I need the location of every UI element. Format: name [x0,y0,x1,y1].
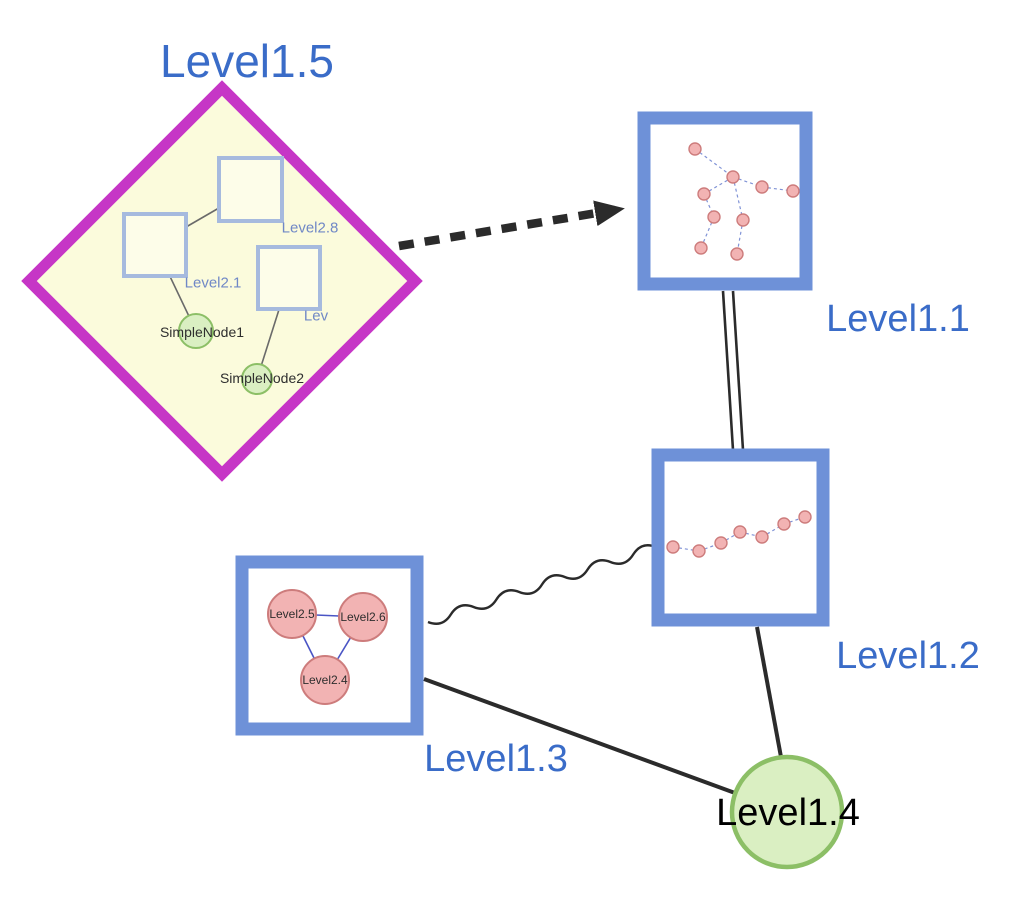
node-level2_x[interactable] [256,245,322,311]
mini-node[interactable] [714,536,728,550]
mini-node[interactable] [688,142,702,156]
node-level1_1-group[interactable] [637,111,813,291]
edge-level1_5-to-level1_1[interactable] [398,200,625,251]
label-level2_8: Level2.8 [281,219,339,237]
mini-node[interactable] [694,241,708,255]
label-level2_6: Level2.6 [340,610,386,624]
label-level2_1: Level2.1 [184,274,242,292]
mini-node[interactable] [798,510,812,524]
level1_2-mini-nodes [666,510,812,558]
mini-node[interactable] [755,180,769,194]
label-level2_4: Level2.4 [302,673,348,687]
node-simplenode2[interactable] [241,363,273,395]
node-level2_1[interactable] [122,212,188,278]
mini-node[interactable] [755,530,769,544]
mini-node[interactable] [707,210,721,224]
label-simplenode1: SimpleNode1 [159,324,245,340]
label-level1_4: Level1.4 [716,792,860,834]
level1_1-mini-nodes [688,142,800,261]
node-level1_3-group[interactable] [235,555,424,736]
label-level1_5: Level1.5 [160,35,334,87]
mini-node[interactable] [786,184,800,198]
node-level1_2-group[interactable] [651,448,830,627]
label-level2_5: Level2.5 [269,607,315,621]
edge-level1_2-to-level1_4[interactable] [755,626,783,758]
mini-node[interactable] [736,213,750,227]
mini-node[interactable] [666,540,680,554]
label-level1_3: Level1.3 [424,738,568,780]
mini-node[interactable] [697,187,711,201]
node-simplenode1[interactable] [178,313,214,349]
mini-node[interactable] [733,525,747,539]
edge-level1_3-to-level1_2[interactable] [427,544,657,625]
mini-node[interactable] [726,170,740,184]
edge-level1_3-to-level1_4[interactable] [423,677,736,795]
group-frame-level1_1[interactable] [637,111,813,291]
node-level2_8[interactable] [217,156,284,223]
mini-node[interactable] [692,544,706,558]
label-level1_2: Level1.2 [836,635,980,677]
node-level2_5[interactable] [267,589,317,639]
label-simplenode2: SimpleNode2 [219,370,305,386]
edge-level1_1-to-level1_2[interactable] [721,290,745,451]
group-frame-level1_2[interactable] [651,448,830,627]
label-level1_1: Level1.1 [826,298,970,340]
node-level2_6[interactable] [338,592,388,642]
mini-node[interactable] [777,517,791,531]
node-level2_4[interactable] [300,655,350,705]
node-level1_4[interactable] [729,754,845,870]
label-level2_x: Lev [303,307,329,325]
node-level1_5-group[interactable] [21,80,423,482]
mini-node[interactable] [730,247,744,261]
diamond-shape[interactable] [21,80,423,482]
